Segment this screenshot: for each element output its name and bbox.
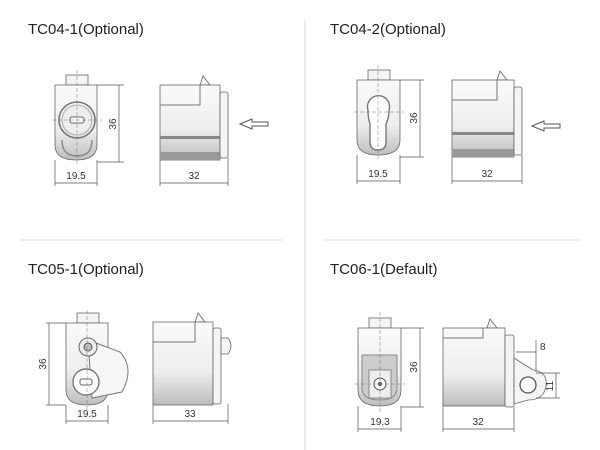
front-view <box>355 312 405 412</box>
panel-tc04-1-drawing: 36 19.5 32 <box>52 70 269 186</box>
height-dimension: 36 <box>409 361 420 373</box>
panel-tc04-2-drawing: 36 19.5 32 <box>354 65 561 184</box>
height-dimension: 36 <box>409 112 420 124</box>
insertion-arrow-icon <box>530 120 561 132</box>
side-view <box>159 75 229 161</box>
front-width-dimension: 19.5 <box>66 171 86 182</box>
panel-title-tc05-1: TC05-1(Optional) <box>28 261 144 278</box>
loop-offset-dimension: 8 <box>540 342 546 353</box>
side-length-dimension: 33 <box>184 409 196 420</box>
loop-diameter-dimension: 11 <box>545 380 556 391</box>
side-view <box>442 318 547 408</box>
side-length-dimension: 32 <box>472 417 484 428</box>
front-width-dimension: 19.5 <box>77 409 97 420</box>
side-view <box>451 70 523 158</box>
height-dimension: 36 <box>108 118 119 130</box>
side-length-dimension: 32 <box>188 171 200 182</box>
panel-tc06-1-drawing: 36 19.3 8 11 32 <box>355 312 560 432</box>
front-width-dimension: 19.5 <box>368 169 388 180</box>
front-width-dimension: 19.3 <box>370 417 390 428</box>
insertion-arrow-icon <box>238 118 269 130</box>
height-dimension: 36 <box>38 358 49 370</box>
front-view <box>52 70 102 165</box>
side-length-dimension: 32 <box>481 169 493 180</box>
front-view <box>354 65 404 160</box>
panel-title-tc06-1: TC06-1(Default) <box>330 261 438 278</box>
panel-title-tc04-2: TC04-2(Optional) <box>330 21 446 38</box>
front-view <box>65 310 129 410</box>
panel-title-tc04-1: TC04-1(Optional) <box>28 21 144 38</box>
side-view <box>152 312 232 406</box>
panel-tc05-1-drawing: 36 19.5 33 <box>38 310 232 424</box>
